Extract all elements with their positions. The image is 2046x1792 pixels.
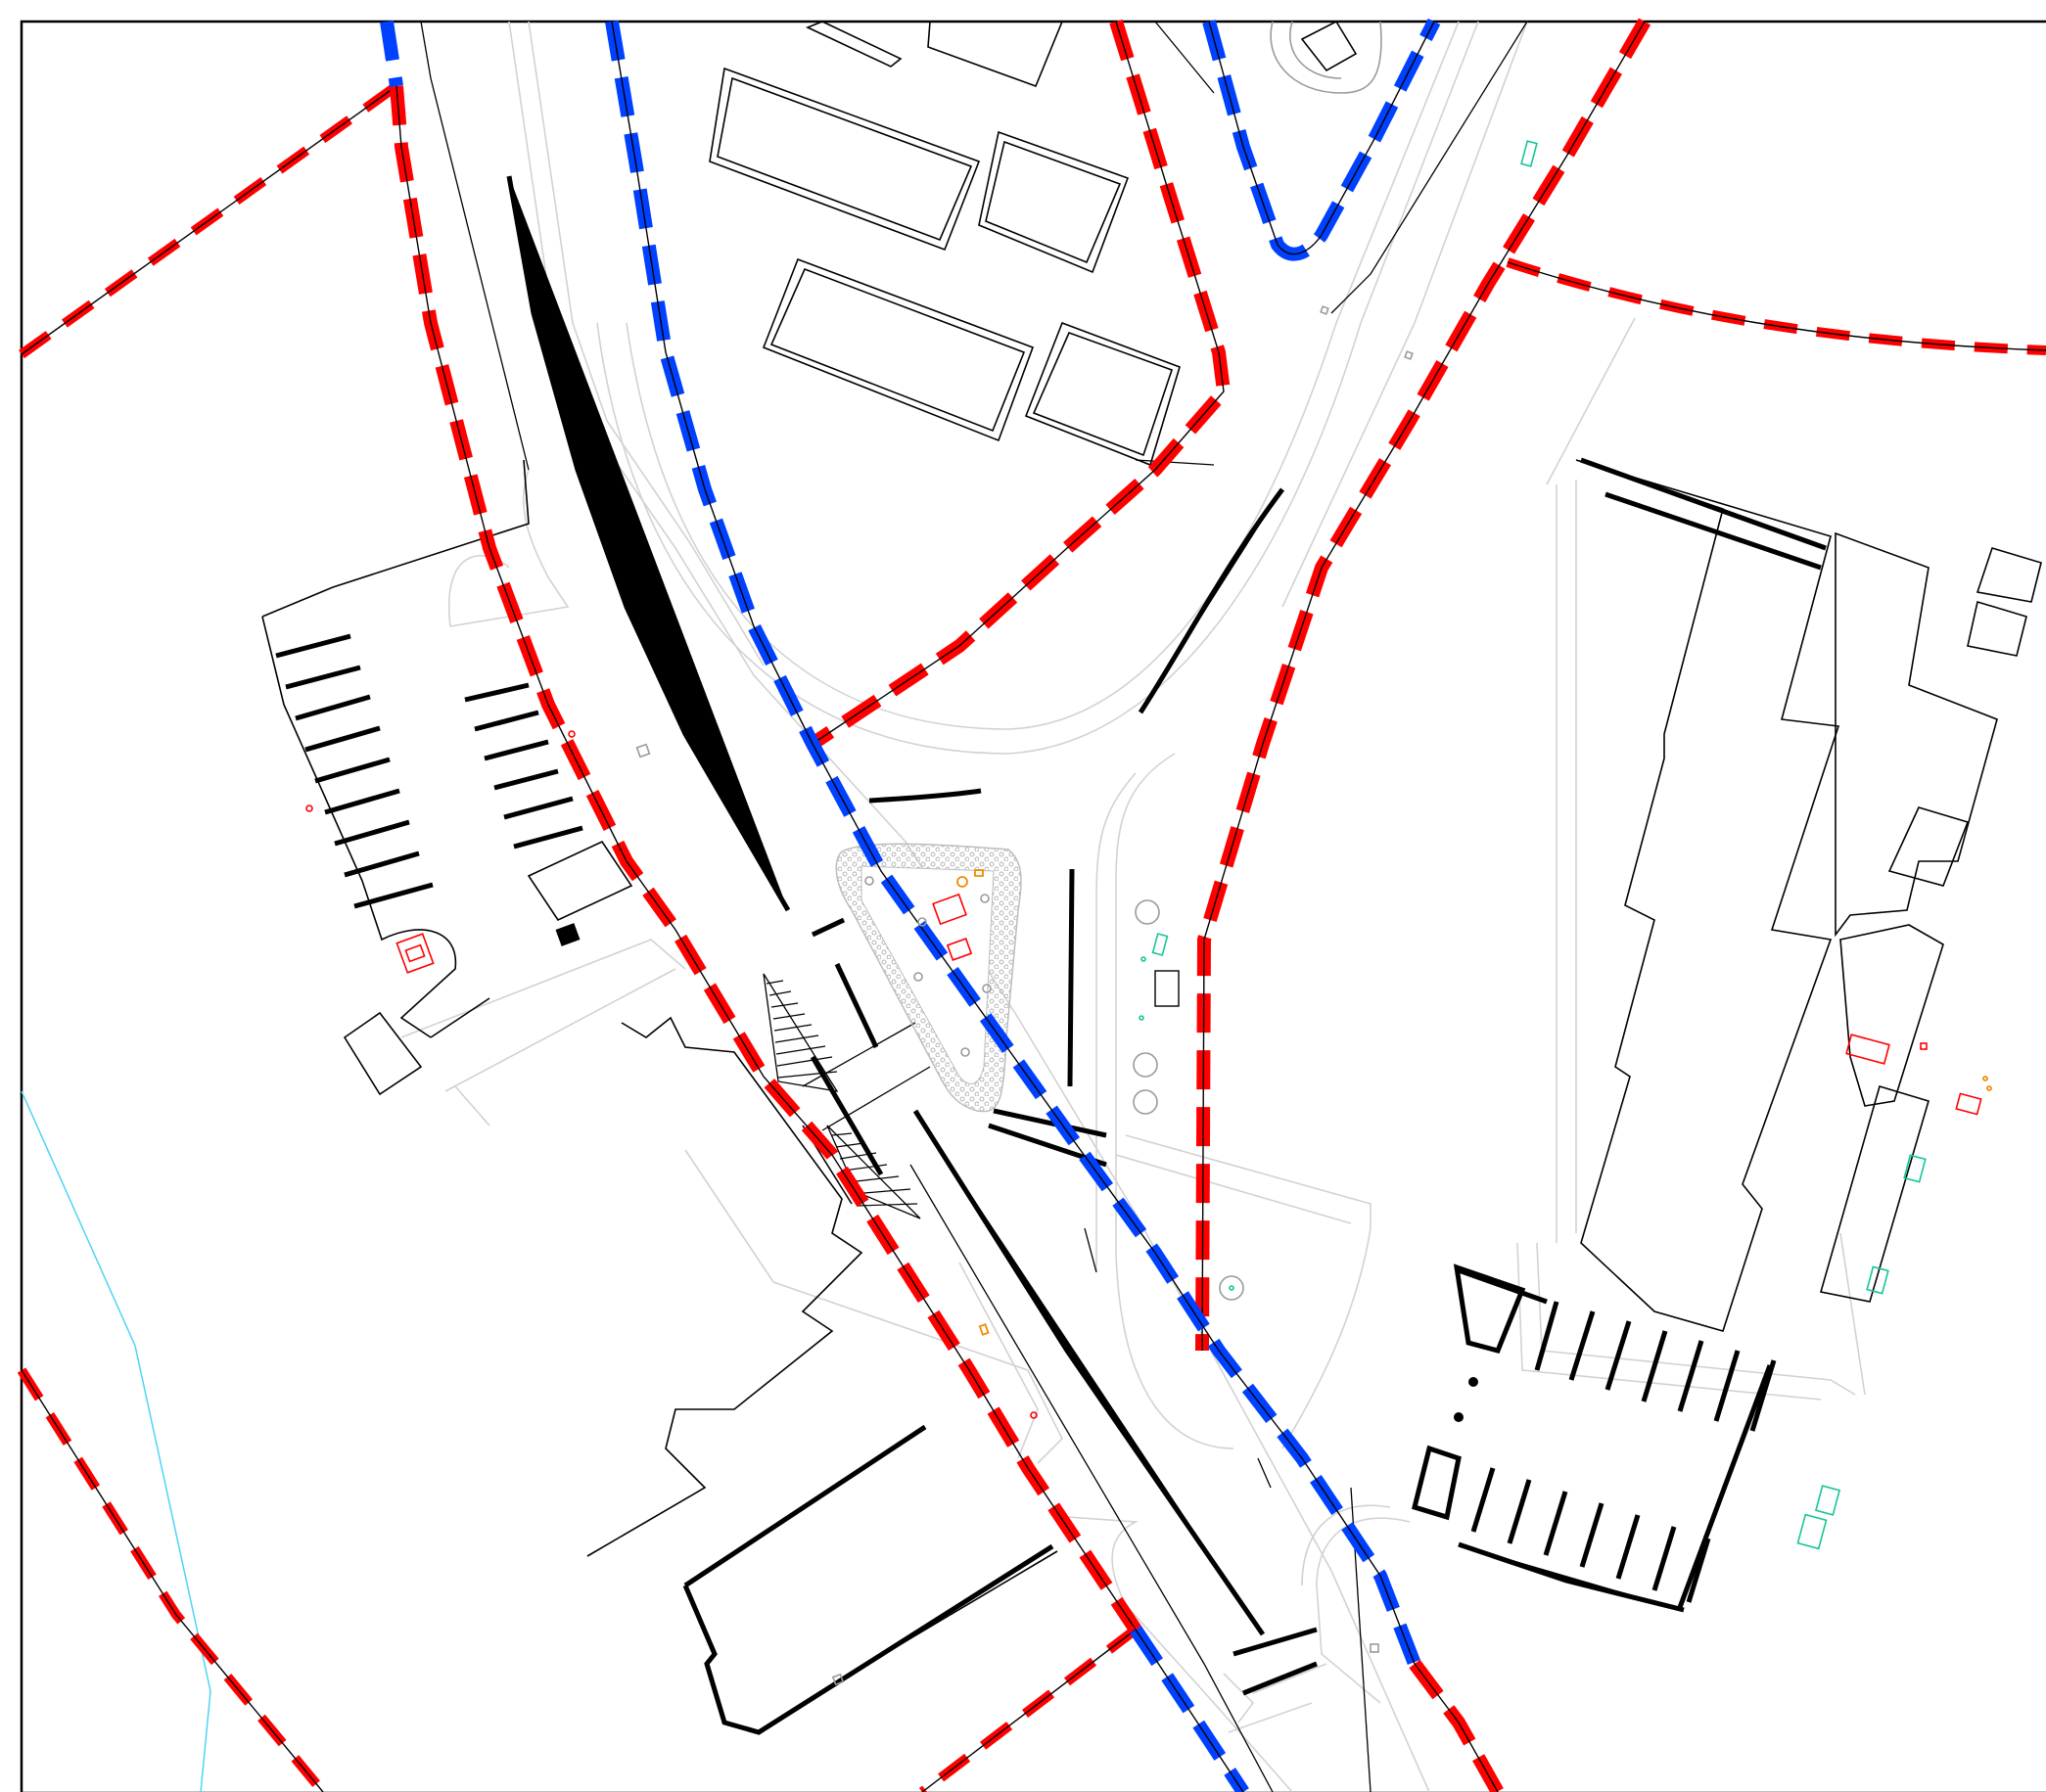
buildings-north [709,20,1382,467]
map-frame [20,20,2046,1792]
teal-box-symbol [1139,140,1927,1550]
buildings-west [261,459,1058,1735]
watercourse-line [21,1090,211,1792]
hatched-islands [763,973,921,1219]
bollard-marker [1454,1412,1464,1422]
network-red [17,18,2046,1792]
red-box-symbol [305,730,1982,1419]
bollard-marker [1468,1377,1478,1387]
traffic-island-inner [860,865,995,1084]
black-marker-square [555,923,581,946]
road-edges [400,21,1866,1792]
parking-stripes [275,633,1777,1613]
buildings-east [1575,457,2042,1332]
cabinet-box [1154,970,1180,1007]
orange-marker-symbol [956,869,1992,1336]
grey-circle-symbol [635,305,1414,1686]
network-blue [380,18,1441,1792]
road-markings [506,175,1318,1696]
